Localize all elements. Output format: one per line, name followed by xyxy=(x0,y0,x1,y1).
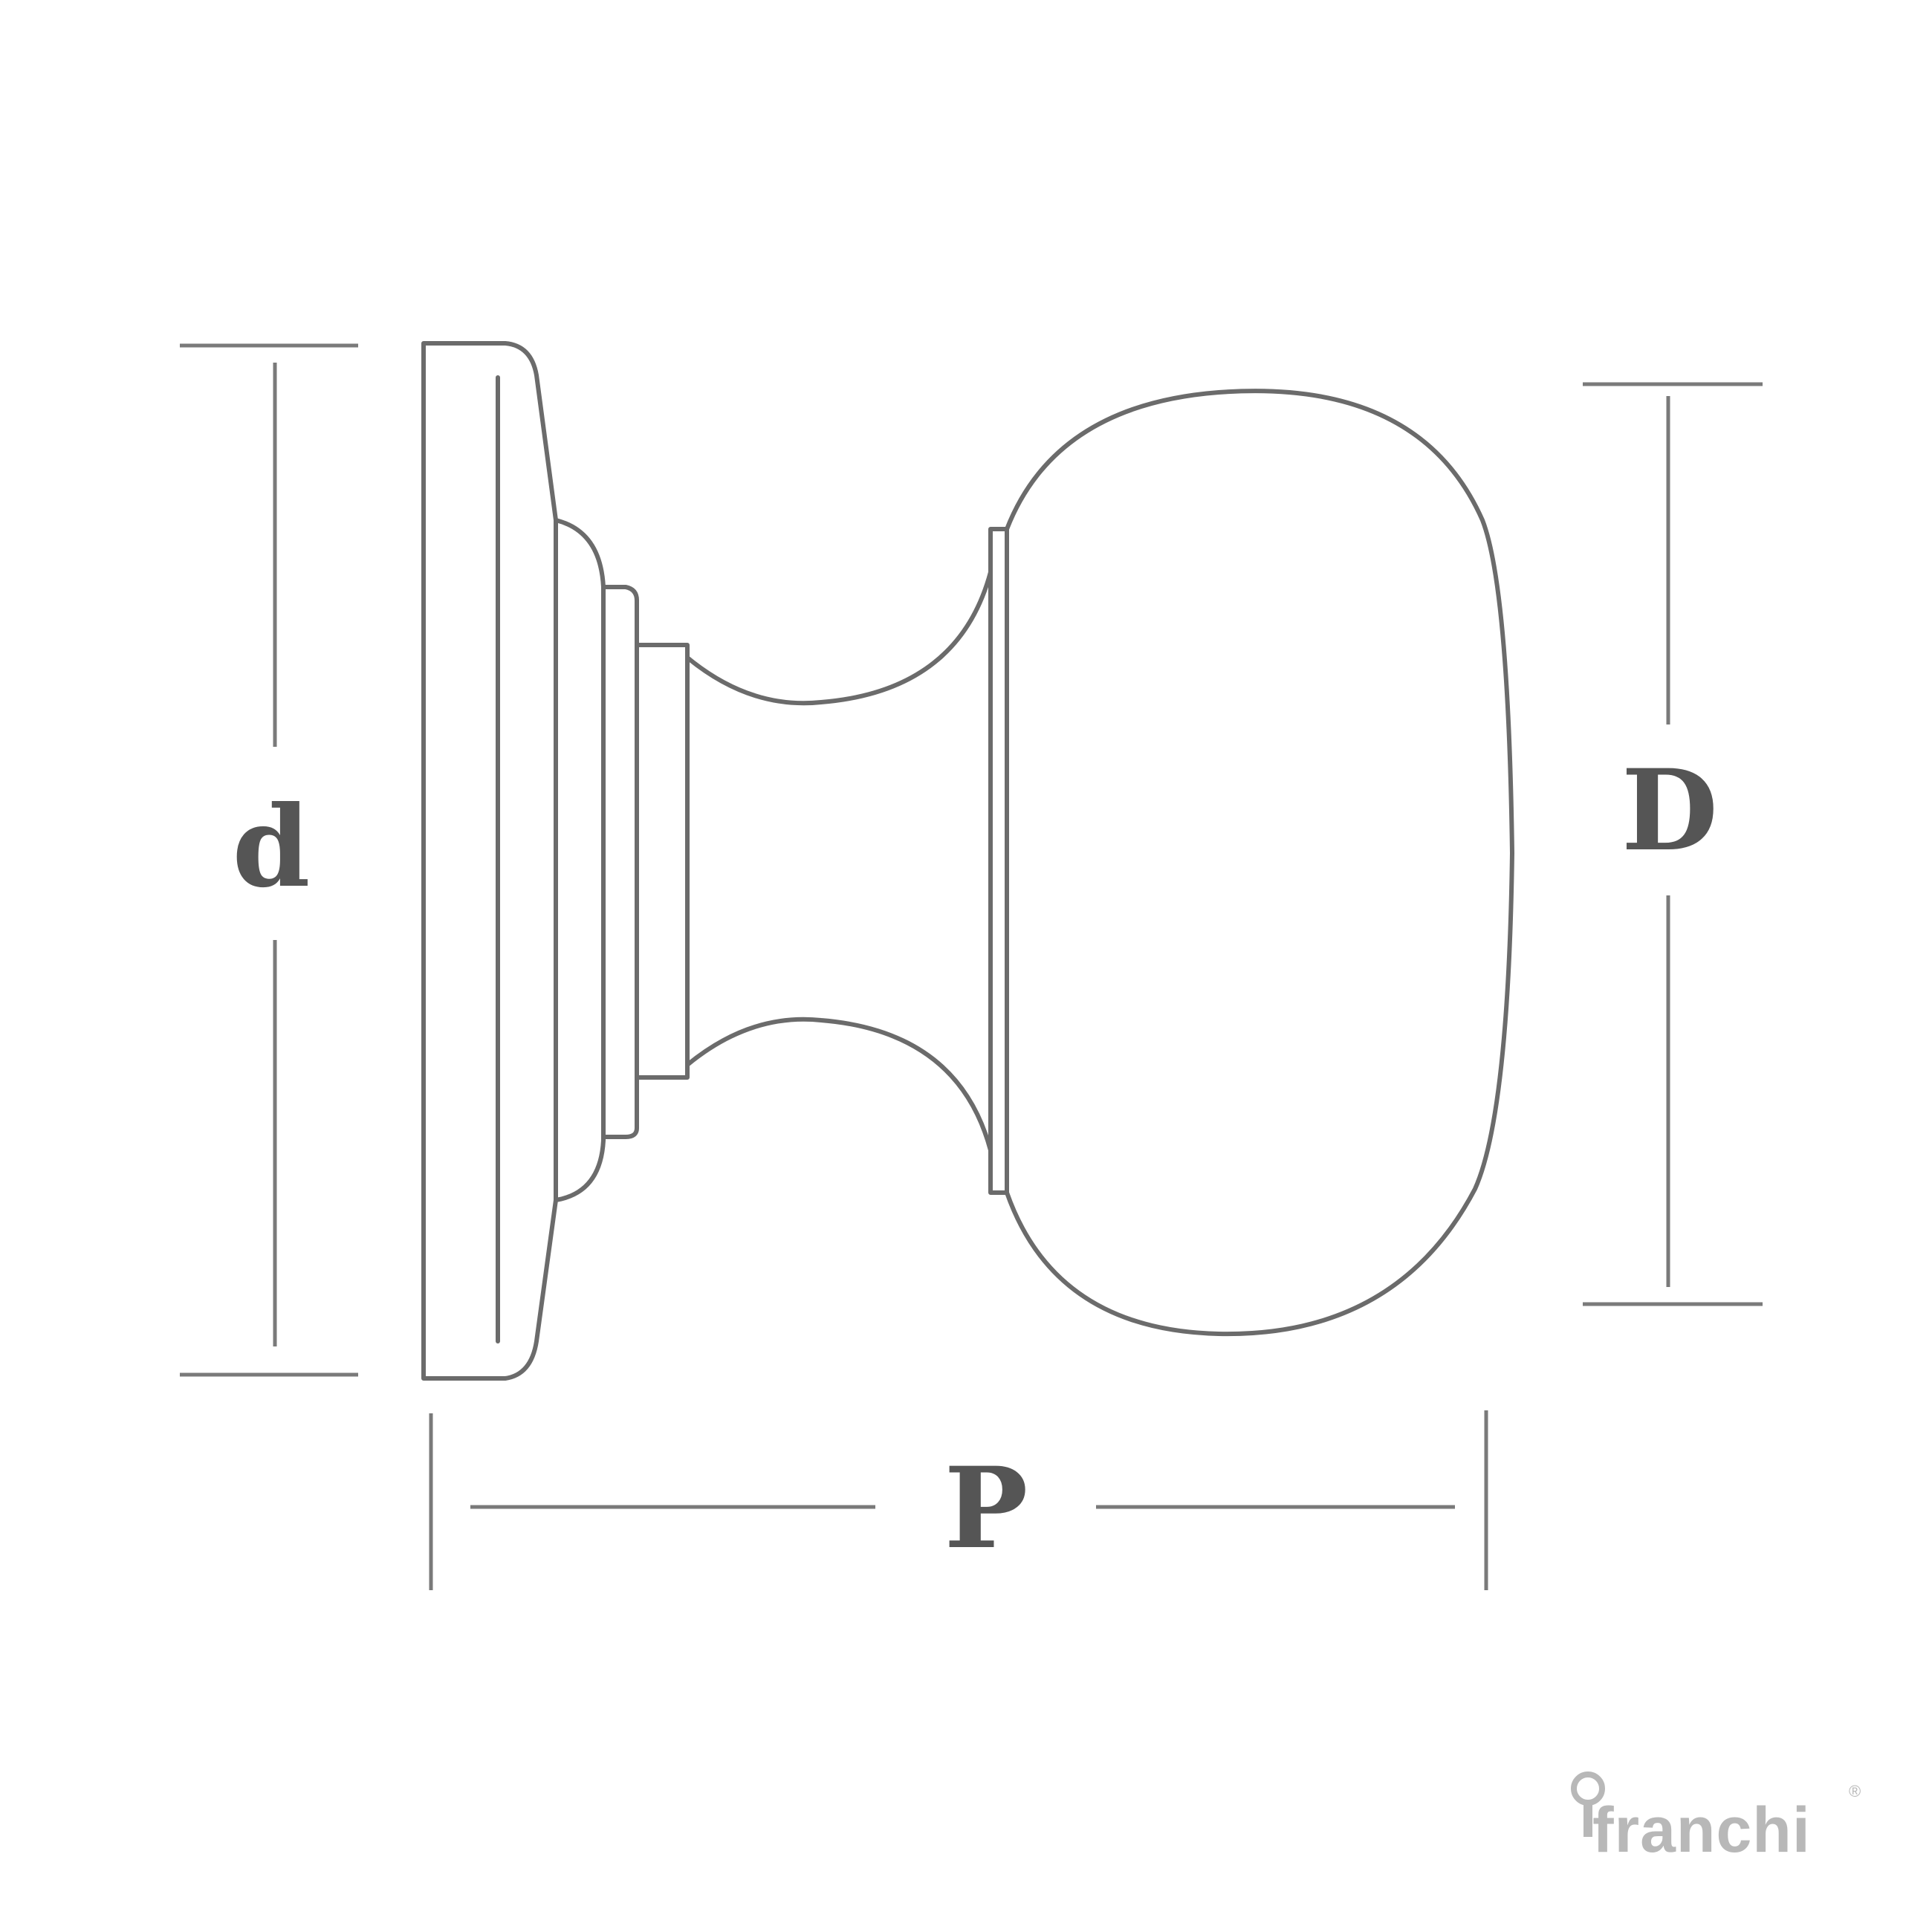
neck-top-curve xyxy=(685,570,993,706)
dim-D-label: D xyxy=(1621,745,1718,876)
small-collar xyxy=(601,585,639,1139)
dimension-d: d xyxy=(180,343,358,1377)
neck-collar xyxy=(635,643,690,1080)
keyhole-icon xyxy=(1571,1771,1605,1837)
dim-d-label: d xyxy=(233,782,311,912)
knob-outline xyxy=(421,341,1514,1381)
brand-logo: franchi ® xyxy=(1571,1771,1861,1866)
rose-plate xyxy=(421,341,558,1381)
knob-head xyxy=(1005,389,1514,1337)
dimension-P: P xyxy=(429,1410,1488,1590)
brand-name: franchi xyxy=(1592,1795,1811,1866)
neck-bottom-curve xyxy=(685,1017,993,1153)
head-ring xyxy=(988,527,1009,1195)
rose-step xyxy=(554,518,606,1202)
dimension-D: D xyxy=(1583,382,1763,1306)
dim-P-label: P xyxy=(944,1443,1028,1574)
registered-mark: ® xyxy=(1849,1782,1861,1800)
